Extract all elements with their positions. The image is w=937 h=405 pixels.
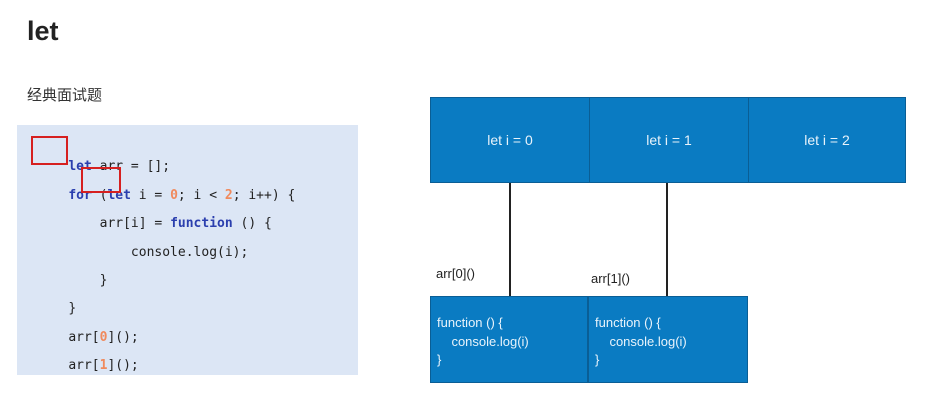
call-label-1: arr[1]() xyxy=(591,271,630,286)
code-text: } xyxy=(68,301,77,316)
keyword-function: function xyxy=(170,216,233,231)
code-text: () { xyxy=(232,216,272,231)
number-literal: 1 xyxy=(99,358,108,373)
number-literal: 2 xyxy=(224,188,233,203)
code-text: arr = []; xyxy=(91,159,171,174)
number-literal: 0 xyxy=(170,188,178,203)
code-line-8: arr[1](); xyxy=(37,343,139,388)
scope-cell-2: let i = 2 xyxy=(804,132,850,148)
code-line-1: let arr = []; xyxy=(37,144,170,189)
code-line-7: arr[0](); xyxy=(37,315,139,360)
highlight-box-let-2 xyxy=(81,167,121,193)
scope-cell-1: let i = 1 xyxy=(646,132,692,148)
code-panel: let arr = []; for (let i = 0; i < 2; i++… xyxy=(17,125,358,375)
scope-row: let i = 0 let i = 1 let i = 2 xyxy=(430,97,906,183)
code-text: ](); xyxy=(107,330,139,345)
code-line-6: } xyxy=(37,286,76,331)
code-text: arr[i] = xyxy=(68,216,171,231)
code-text: ; i < xyxy=(177,188,225,203)
page-subtitle: 经典面试题 xyxy=(27,86,103,104)
page-title: let xyxy=(27,16,59,46)
keyword-let: let xyxy=(68,159,92,174)
code-text: ](); xyxy=(107,358,139,373)
code-line-4: console.log(i); xyxy=(37,230,248,275)
code-line-2: for (let i = 0; i < 2; i++) { xyxy=(37,173,295,218)
function-box-0: function () { console.log(i) } xyxy=(430,296,588,383)
code-text: arr[ xyxy=(68,330,100,345)
function-line: console.log(i) xyxy=(595,334,687,349)
code-line-3: arr[i] = function () { xyxy=(37,201,272,246)
connector-line-0 xyxy=(509,183,511,296)
code-text: ( xyxy=(91,188,108,203)
function-box-1: function () { console.log(i) } xyxy=(588,296,748,383)
divider xyxy=(589,98,590,182)
code-text: } xyxy=(68,273,108,288)
divider xyxy=(748,98,749,182)
code-text: console.log(i); xyxy=(68,245,249,260)
code-text: i = xyxy=(130,188,171,203)
number-literal: 0 xyxy=(99,330,108,345)
call-label-0: arr[0]() xyxy=(436,266,475,281)
function-line: console.log(i) xyxy=(437,334,529,349)
scope-cell-0: let i = 0 xyxy=(487,132,533,148)
highlight-box-let-1 xyxy=(31,136,68,165)
code-text: arr[ xyxy=(68,358,100,373)
function-line: } xyxy=(437,352,442,367)
function-line: function () { xyxy=(437,315,503,330)
function-line: function () { xyxy=(595,315,661,330)
connector-line-1 xyxy=(666,183,668,296)
function-line: } xyxy=(595,352,600,367)
code-text: ; i++) { xyxy=(232,188,296,203)
code-line-5: } xyxy=(37,258,108,303)
